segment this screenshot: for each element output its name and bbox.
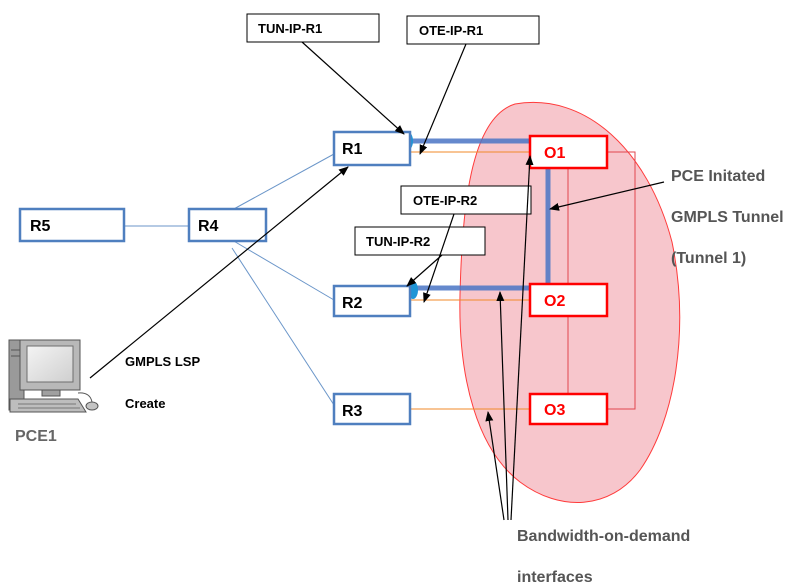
pointer-arrows — [89, 41, 665, 521]
link-r4-r1 — [231, 153, 335, 211]
callout-ote-ip-r1-label: OTE-IP-R1 — [419, 23, 483, 38]
callout-ote-ip-r1: OTE-IP-R1 — [406, 15, 540, 45]
tunnel-note-line3: (Tunnel 1) — [671, 250, 746, 267]
arrow-bod-r3 — [485, 411, 505, 521]
gmpls-tunnel-path — [410, 138, 551, 291]
link-o1-o3 — [607, 151, 636, 410]
optical-node-o1-label: O1 — [544, 145, 565, 162]
arrow-tun-ip-r2 — [406, 254, 443, 287]
callout-tun-ip-r1-label: TUN-IP-R1 — [258, 21, 322, 36]
router-r1[interactable]: R1 — [332, 130, 412, 167]
tunnel-note-line1: PCE Initated — [671, 168, 765, 185]
router-r2-label: R2 — [342, 295, 363, 312]
tunnel-note-line2: GMPLS Tunnel — [671, 209, 784, 226]
optical-node-o2[interactable]: O2 — [528, 282, 609, 318]
callout-tun-ip-r2-label: TUN-IP-R2 — [366, 234, 430, 249]
callout-ote-ip-r2: OTE-IP-R2 — [400, 185, 532, 215]
link-r4-r3 — [231, 247, 335, 406]
router-r5-label: R5 — [30, 218, 51, 235]
optical-node-o1[interactable]: O1 — [528, 134, 609, 170]
gmpls-note-line2: Create — [125, 396, 165, 411]
router-r4-label: R4 — [198, 218, 219, 235]
arrow-gmpls-lsp-create — [89, 166, 349, 379]
router-r1-label: R1 — [342, 141, 363, 158]
bod-note-line1: Bandwidth-on-demand — [517, 528, 690, 545]
arrow-bod-r1 — [510, 155, 534, 521]
callout-ote-ip-r2-label: OTE-IP-R2 — [413, 193, 477, 208]
link-r4-r2 — [231, 239, 335, 301]
bod-note: Bandwidth-on-demand interfaces — [517, 528, 690, 583]
computer-icon[interactable] — [8, 339, 99, 413]
callout-tun-ip-r1: TUN-IP-R1 — [246, 13, 380, 43]
bod-note-line2: interfaces — [517, 569, 593, 583]
router-r4[interactable]: R4 — [187, 207, 268, 243]
gmpls-note-line1: GMPLS LSP — [125, 354, 200, 369]
arrow-tun-ip-r1 — [301, 41, 405, 135]
tunnel-note: PCE Initated GMPLS Tunnel (Tunnel 1) — [671, 168, 784, 267]
arrow-ote-ip-r1 — [419, 43, 467, 155]
gmpls-note: GMPLS LSP Create — [125, 354, 200, 411]
router-r5[interactable]: R5 — [18, 207, 126, 243]
callout-tun-ip-r2: TUN-IP-R2 — [354, 226, 486, 256]
optical-node-o3-label: O3 — [544, 402, 565, 419]
pce-label: PCE1 — [15, 428, 57, 445]
ip-links — [125, 153, 335, 406]
router-r3[interactable]: R3 — [332, 392, 412, 426]
arrow-tunnel-note — [549, 181, 665, 211]
arrow-bod-r2 — [496, 291, 509, 521]
optical-links — [567, 151, 636, 410]
optical-node-o2-label: O2 — [544, 293, 565, 310]
router-r2[interactable]: R2 — [332, 284, 412, 318]
optical-node-o3[interactable]: O3 — [528, 392, 609, 426]
router-r3-label: R3 — [342, 403, 363, 420]
